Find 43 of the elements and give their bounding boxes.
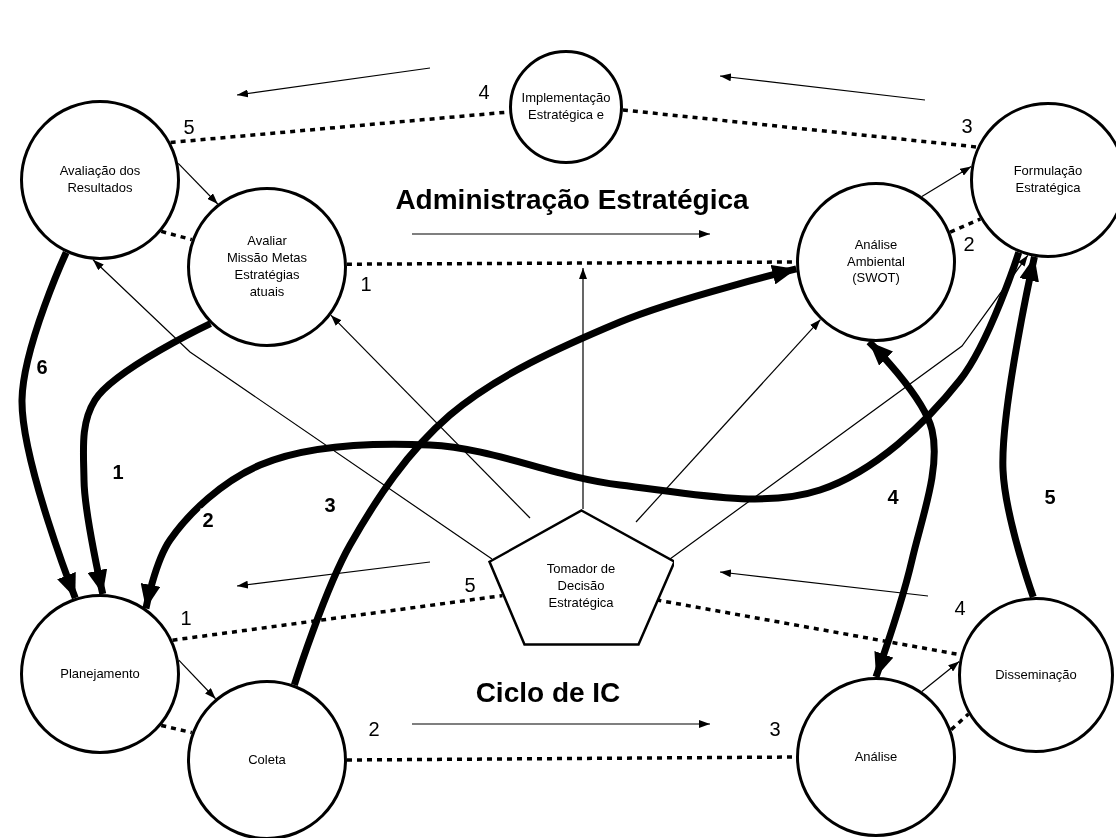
arrow	[178, 659, 217, 700]
arrow	[291, 265, 798, 686]
step-number: 5	[183, 115, 195, 139]
node-label: Análise	[853, 748, 899, 766]
arrow	[18, 251, 79, 600]
step-number: 2	[963, 232, 975, 256]
step-number: 4	[478, 80, 490, 104]
dotted-connector	[172, 593, 503, 642]
node-label: Formulação Estratégica	[1012, 163, 1084, 197]
node-label: Tomador de Decisão Estratégica	[545, 561, 617, 612]
node-label: Implementação Estratégica e	[520, 90, 612, 124]
step-number: 2	[368, 717, 380, 741]
dotted-connector	[160, 723, 193, 735]
arrow	[579, 267, 587, 510]
section-title: Administração Estratégica	[395, 184, 749, 216]
arrow	[921, 165, 972, 198]
node-label: Avaliação dos Resultados	[58, 163, 142, 197]
arrow	[92, 259, 493, 560]
node-label: Coleta	[247, 751, 287, 769]
dotted-connector	[622, 108, 978, 149]
step-number: 1	[360, 272, 372, 296]
arrow	[635, 318, 822, 523]
arrow	[669, 254, 1029, 560]
arrow	[921, 660, 960, 693]
dotted-connector	[949, 217, 982, 234]
arrow	[79, 320, 212, 595]
arrow	[330, 314, 531, 519]
node-label: Análise Ambiental (SWOT)	[846, 236, 906, 288]
arrow	[177, 162, 219, 205]
node-label: Disseminação	[994, 666, 1078, 684]
step-number: 4	[954, 596, 966, 620]
step-number: 1	[180, 606, 192, 630]
arrow	[999, 256, 1039, 599]
dotted-connector	[160, 229, 193, 242]
node-label: Avaliar Missão Metas Estratégias atuais	[225, 233, 309, 301]
arrow	[140, 251, 1023, 610]
step-number: 5	[464, 573, 476, 597]
step-number: 3	[961, 114, 973, 138]
dotted-connector	[950, 712, 970, 731]
arrow	[866, 339, 938, 679]
step-number: 3	[769, 717, 781, 741]
section-title: Ciclo de IC	[475, 677, 621, 709]
node-label: Planejamento	[59, 665, 141, 683]
